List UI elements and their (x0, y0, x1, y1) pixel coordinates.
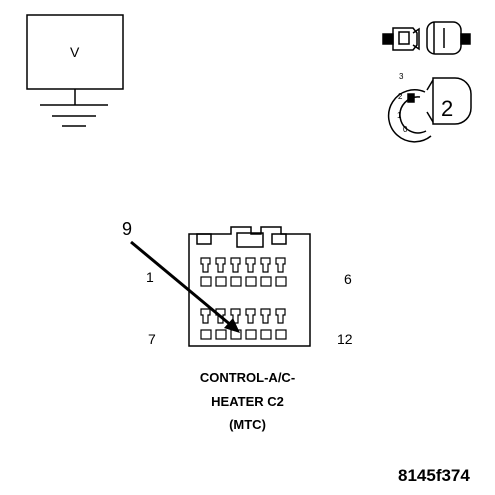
key-position-1: 1 (397, 111, 402, 120)
ignition-key-icon (387, 77, 472, 143)
terminal-row-bottom (200, 308, 287, 340)
connector-plug-icon (382, 21, 471, 55)
terminal-10 (245, 308, 257, 340)
connector-caption-line2: HEATER C2 (211, 394, 284, 409)
figure-id: 8145f374 (398, 466, 470, 485)
terminal-3 (230, 257, 242, 287)
connector-caption-line1: CONTROL-A/C- (199, 370, 296, 385)
voltmeter-symbol (26, 14, 124, 127)
pin-pointer-arrow (130, 240, 240, 333)
pin-label-12: 12 (337, 331, 353, 347)
terminal-7 (200, 308, 212, 340)
terminal-row-top (200, 257, 287, 287)
terminal-1 (200, 257, 212, 287)
key-position-value: 2 (441, 96, 454, 121)
connector-caption-line3: (MTC) (229, 417, 266, 432)
voltmeter-label: V (70, 44, 80, 60)
key-position-0: 0 (403, 125, 408, 134)
pointer-pin-label: 9 (122, 219, 133, 239)
terminal-4 (245, 257, 257, 287)
terminal-5 (260, 257, 272, 287)
pin-label-1: 1 (146, 269, 154, 285)
terminal-2 (215, 257, 227, 287)
pin-label-6: 6 (344, 271, 352, 287)
terminal-11 (260, 308, 272, 340)
key-position-3: 3 (399, 72, 404, 81)
terminal-12 (275, 308, 287, 340)
pin-label-7: 7 (148, 331, 156, 347)
key-position-2-tick: 2 (398, 92, 403, 101)
terminal-6 (275, 257, 287, 287)
connector-c2-body (188, 226, 311, 347)
